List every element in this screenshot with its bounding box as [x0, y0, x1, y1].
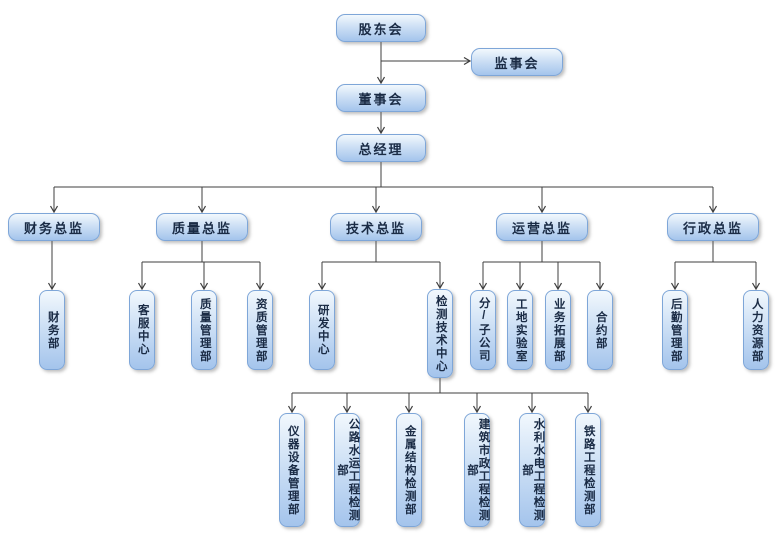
org-node-quality-mgmt-dept: 质量管理部	[191, 290, 217, 370]
org-node-building-municipal-dept: 建筑市政工程检测部	[464, 413, 490, 527]
org-node-site-laboratory: 工地实验室	[507, 290, 533, 370]
org-node-tech-director: 技术总监	[330, 213, 422, 241]
org-node-highway-waterway-dept: 公路水运工程检测部	[334, 413, 360, 527]
org-node-admin-director: 行政总监	[667, 213, 759, 241]
org-node-logistics-mgmt-dept: 后勤管理部	[662, 290, 688, 370]
org-node-shareholders: 股东会	[336, 14, 426, 42]
org-node-quality-director: 质量总监	[156, 213, 248, 241]
org-node-operations-director: 运营总监	[496, 213, 588, 241]
org-node-business-dev-dept: 业务拓展部	[545, 290, 571, 370]
org-node-hr-dept: 人力资源部	[743, 290, 769, 370]
org-node-water-hydro-dept: 水利水电工程检测部	[519, 413, 545, 527]
org-node-board-of-directors: 董事会	[336, 84, 426, 112]
org-node-equipment-mgmt-dept: 仪器设备管理部	[279, 413, 305, 527]
org-node-metal-structure-dept: 金属结构检测部	[396, 413, 422, 527]
org-node-railway-dept: 铁路工程检测部	[575, 413, 601, 527]
org-node-contract-dept: 合约部	[587, 290, 613, 370]
org-node-general-manager: 总经理	[336, 134, 426, 162]
org-node-customer-service-center: 客服中心	[129, 290, 155, 370]
org-node-rd-center: 研发中心	[309, 290, 335, 370]
org-node-qualification-mgmt-dept: 资质管理部	[247, 290, 273, 370]
org-node-testing-tech-center: 检测技术中心	[427, 289, 453, 378]
org-node-finance-dept: 财务部	[39, 290, 65, 370]
org-node-branch-subsidiary: 分/子公司	[470, 290, 496, 370]
org-node-finance-director: 财务总监	[8, 213, 100, 241]
org-node-supervisory-board: 监事会	[471, 48, 563, 76]
